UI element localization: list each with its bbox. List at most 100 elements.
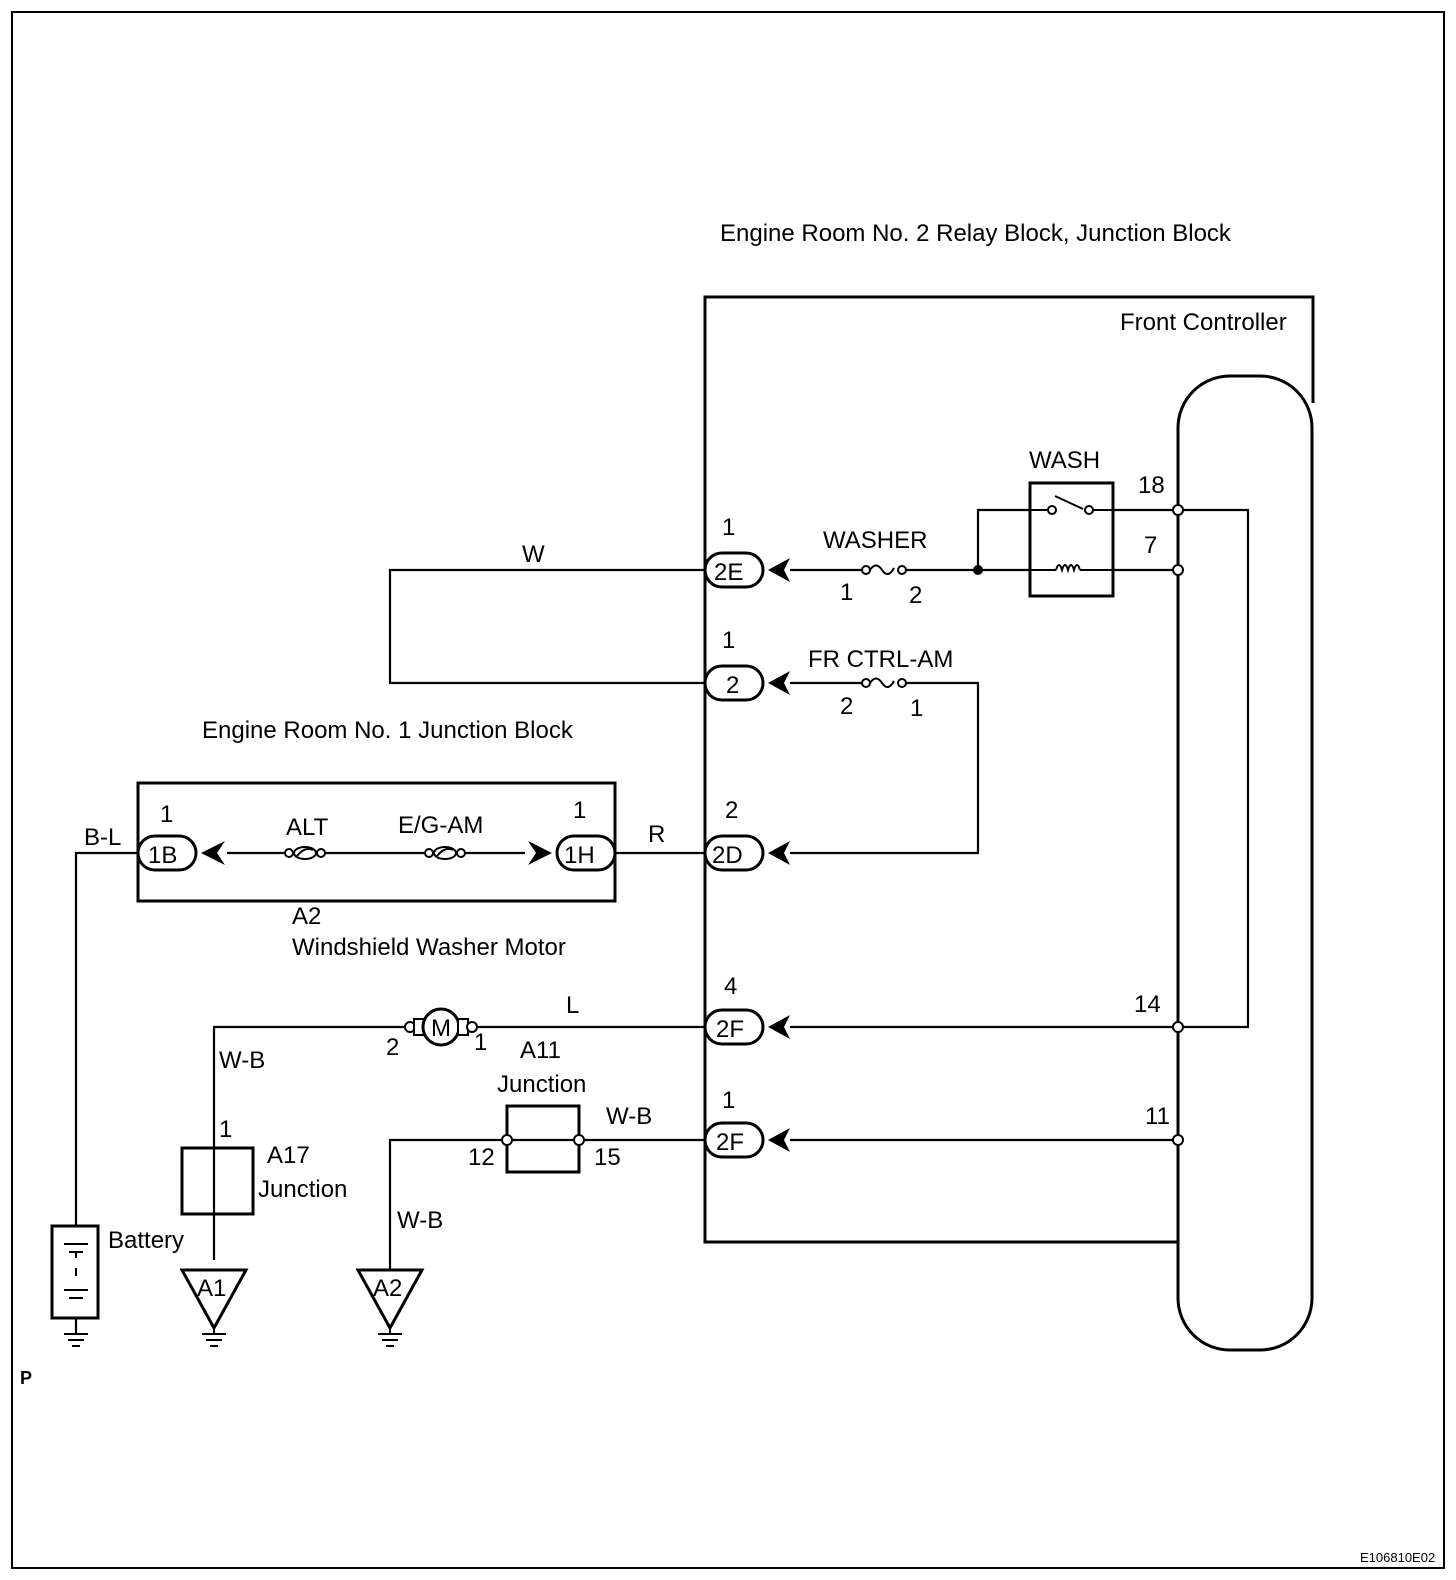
a17-name: Junction <box>258 1176 347 1203</box>
ground-a1-label: A1 <box>197 1275 226 1302</box>
front-controller-label: Front Controller <box>1120 309 1287 336</box>
ground-a2-label: A2 <box>373 1275 402 1302</box>
er2-block-title: Engine Room No. 2 Relay Block, Junction … <box>720 220 1232 247</box>
connector-2e-shell <box>703 551 765 589</box>
er1-block-box <box>136 781 617 903</box>
ground-a1-icon <box>202 1333 226 1347</box>
relay-pin-7: 7 <box>1144 532 1157 559</box>
er1-block-title: Engine Room No. 1 Junction Block <box>202 717 574 744</box>
a11-name: Junction <box>497 1071 586 1098</box>
wire-label-wb3: W-B <box>397 1207 443 1234</box>
wire-label-w: W <box>522 541 545 568</box>
connector-2f-a-code: 2F <box>716 1016 744 1043</box>
controller-pin-14: 14 <box>1134 991 1161 1018</box>
connector-2d-shell <box>703 834 765 872</box>
wire-label-wb2: W-B <box>606 1103 652 1130</box>
ground-a1-triangle <box>179 1268 249 1332</box>
pin-7-terminal <box>1172 564 1184 576</box>
a11-terminal-r <box>573 1134 585 1146</box>
connector-2f-b-arrow <box>768 1128 790 1152</box>
motor-pin-2: 2 <box>386 1034 399 1061</box>
connector-1b-code: 1B <box>148 842 177 869</box>
controller-pin-11: 11 <box>1145 1103 1170 1130</box>
connector-1b-arrow <box>201 841 225 865</box>
relay-contact-l <box>1047 505 1057 515</box>
fuse-egam-label: E/G-AM <box>398 812 483 839</box>
connector-2-code: 2 <box>726 672 739 699</box>
a11-terminal-l <box>501 1134 513 1146</box>
ground-a2-icon <box>378 1333 402 1347</box>
fuse-washer-element <box>869 564 895 575</box>
page-marker: P <box>20 1368 32 1388</box>
fuse-egam-end-l <box>424 848 434 858</box>
wire-bl <box>74 851 138 1226</box>
fuse-washer-pin-1: 1 <box>840 579 853 606</box>
fuse-alt-end-l <box>284 848 294 858</box>
fuse-alt-label: ALT <box>286 814 329 841</box>
motor-symbol <box>404 1007 478 1047</box>
connector-2d-code: 2D <box>712 842 743 869</box>
fuse-egam-end-r <box>456 848 466 858</box>
fuse-alt-end-r <box>316 848 326 858</box>
wire-18-14 <box>1178 508 1250 1029</box>
connector-2d-pin: 2 <box>725 797 738 824</box>
a17-junction-box <box>180 1146 255 1216</box>
fuse-egam-element <box>436 847 454 857</box>
connector-2f-b-code: 2F <box>716 1129 744 1156</box>
connector-2e-code: 2E <box>714 559 743 586</box>
connector-2f-a-pin: 4 <box>724 973 737 1000</box>
battery-ground-icon <box>64 1333 88 1347</box>
relay-wash-box <box>1028 481 1115 598</box>
a11-pin-12: 12 <box>468 1144 495 1171</box>
fuse-frctrl-end-r <box>897 678 907 688</box>
relay-coil <box>1055 564 1081 574</box>
fuse-frctrl-end-l <box>861 678 871 688</box>
connector-2-arrow <box>768 671 790 695</box>
connector-2e-pin: 1 <box>722 514 735 541</box>
connector-1h-pin: 1 <box>573 797 586 824</box>
connector-2e-arrow <box>768 558 790 582</box>
motor-id: A2 <box>292 903 321 930</box>
pin-18-terminal <box>1172 504 1184 516</box>
connector-1h-arrow <box>528 841 552 865</box>
fuse-washer-end-l <box>861 565 871 575</box>
connector-1b-pin: 1 <box>160 801 173 828</box>
diagram-frame <box>11 11 1445 1569</box>
relay-wash-label: WASH <box>1029 447 1100 474</box>
a11-pin-15: 15 <box>594 1144 621 1171</box>
er2-block-outline <box>703 295 1315 1244</box>
connector-2d-arrow <box>768 841 790 865</box>
pin-11-terminal <box>1172 1134 1184 1146</box>
fuse-frctrl-pin-2: 2 <box>840 693 853 720</box>
relay-contact-r <box>1084 505 1094 515</box>
fuse-alt-element <box>296 847 314 857</box>
fuse-washer-pin-2: 2 <box>909 582 922 609</box>
wire-a11-ground <box>388 1138 502 1270</box>
connector-2f-a-arrow <box>768 1015 790 1039</box>
ground-a2-triangle <box>355 1268 425 1332</box>
fuse-washer-label: WASHER <box>823 527 927 554</box>
figure-code: E106810E02 <box>1360 1550 1435 1565</box>
pin-14-terminal <box>1172 1021 1184 1033</box>
connector-1h-code: 1H <box>564 842 595 869</box>
motor-symbol-letter: M <box>431 1015 451 1042</box>
wire-label-l: L <box>566 992 579 1019</box>
wire-label-wb1: W-B <box>219 1047 265 1074</box>
motor-name: Windshield Washer Motor <box>292 934 566 961</box>
motor-pin-1: 1 <box>474 1029 487 1056</box>
a17-pin: 1 <box>219 1116 232 1143</box>
fuse-frctrl-pin-1: 1 <box>910 695 923 722</box>
a17-id: A17 <box>267 1142 310 1169</box>
wire-switch-feed <box>976 508 1030 570</box>
fuse-frctrl-label: FR CTRL-AM <box>808 646 953 673</box>
wire-label-bl: B-L <box>84 824 121 851</box>
relay-pin-18: 18 <box>1138 472 1165 499</box>
connector-2f-b-pin: 1 <box>722 1087 735 1114</box>
wire-w <box>388 568 705 685</box>
fuse-frctrl-element <box>869 677 895 688</box>
wire-label-r: R <box>648 821 665 848</box>
connector-2-pin: 1 <box>722 627 735 654</box>
battery-label: Battery <box>108 1227 184 1254</box>
connector-1h-shell <box>555 834 617 872</box>
